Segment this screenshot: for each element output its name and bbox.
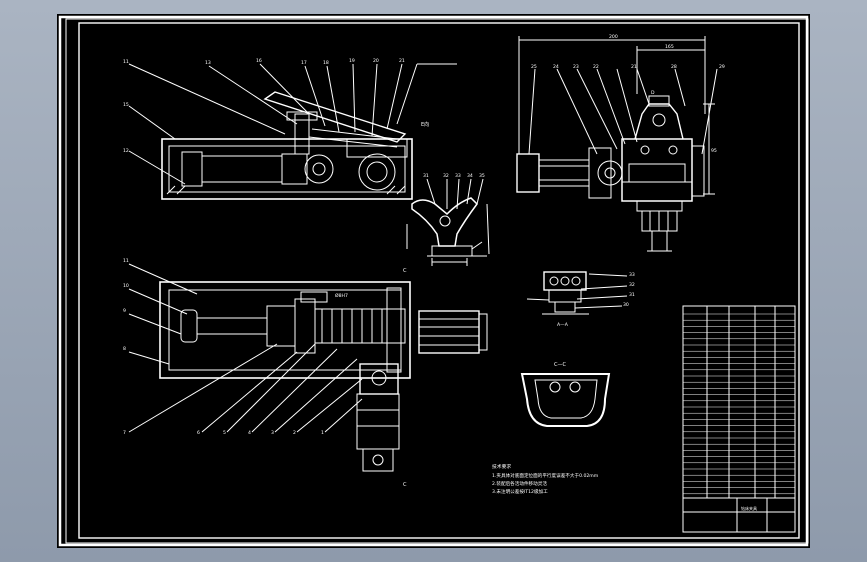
plan-balloon-2: 2	[293, 430, 296, 436]
side-balloon-11: 11	[123, 59, 129, 65]
end-flange	[588, 147, 612, 199]
parts-list-rows	[683, 313, 795, 495]
plan-balloon-4: 4	[248, 430, 251, 436]
side-lever-arm	[263, 91, 407, 143]
side-base-body	[161, 138, 413, 200]
side-balloon-17: 17	[301, 60, 307, 66]
end-balloon-29: 29	[719, 64, 725, 70]
side-balloon-20: 20	[373, 58, 379, 64]
plan-spring-housing	[314, 308, 406, 344]
dim-inner: 165	[665, 44, 674, 50]
aa-section-label: A—A	[557, 322, 569, 328]
detail-balloon-33: 33	[455, 173, 461, 179]
note-line-3: 3.未注明公差按IT12级加工	[492, 488, 548, 495]
small-section-view	[526, 271, 628, 315]
side-lever-post	[294, 113, 310, 155]
aa-balloon-32: 32	[629, 282, 635, 288]
end-balloon-28: 28	[671, 64, 677, 70]
end-balloon-24: 24	[553, 64, 559, 70]
side-balloon-13: 13	[205, 60, 211, 66]
binding-line	[65, 18, 809, 544]
notes-heading: 技术要求	[492, 463, 511, 470]
cc-section-label: C—C	[554, 362, 566, 368]
end-turret	[634, 103, 684, 140]
side-section-label: E向	[421, 121, 429, 128]
plan-balloon-7: 7	[123, 430, 126, 436]
end-view	[516, 36, 718, 252]
plan-section-mark-bottom: C	[403, 482, 407, 488]
end-balloon-22: 22	[593, 64, 599, 70]
aa-balloon-30: 30	[623, 302, 629, 308]
end-section-label: D	[651, 90, 655, 96]
side-balloon-15: 15	[123, 102, 129, 108]
end-balloon-25: 25	[531, 64, 537, 70]
jaw-profile	[411, 197, 478, 247]
side-base-inner	[168, 145, 406, 193]
plan-balloon-3: 3	[271, 430, 274, 436]
note-line-2: 2.装配后各活动件移动灵活	[492, 480, 547, 487]
drawing-canvas: 11 13 16 17 18 19 20 21 15 12 E向 31 32 3…	[57, 14, 810, 548]
plan-section-mark-top: C	[403, 268, 407, 274]
plan-inner-label: Ø8H7	[335, 292, 348, 299]
plan-balloon-1: 1	[321, 430, 324, 436]
side-cam-wheel	[358, 153, 396, 191]
dim-overall: 200	[609, 34, 618, 40]
parts-list	[682, 305, 796, 533]
sheet-background	[57, 14, 810, 548]
plan-balloon-9: 9	[123, 308, 126, 314]
side-end-plate	[181, 151, 203, 187]
drawing-title: 钻床夹具	[741, 505, 757, 511]
detail-view	[406, 178, 490, 266]
plan-balloon-5: 5	[223, 430, 226, 436]
parts-list-frame	[682, 305, 796, 533]
plan-balloon-6: 6	[197, 430, 200, 436]
side-balloon-21: 21	[399, 58, 405, 64]
side-bushing	[304, 154, 334, 184]
aa-balloon-31: 31	[629, 292, 635, 298]
detail-balloon-32: 32	[443, 173, 449, 179]
cc-section-outline	[520, 373, 611, 427]
outer-frame	[58, 15, 809, 547]
plan-balloon-8: 8	[123, 346, 126, 352]
plan-base	[159, 281, 411, 379]
end-balloon-23: 23	[573, 64, 579, 70]
dim-height: 95	[711, 148, 717, 154]
side-view	[128, 63, 457, 200]
detail-balloon-31: 31	[423, 173, 429, 179]
side-support-block	[346, 138, 408, 158]
plan-balloon-11: 11	[123, 258, 129, 264]
plan-balloon-10: 10	[123, 283, 129, 289]
detail-balloon-35: 35	[479, 173, 485, 179]
side-balloon-19: 19	[349, 58, 355, 64]
side-balloon-12: 12	[123, 148, 129, 154]
cad-drawing-sheet: 11 13 16 17 18 19 20 21 15 12 E向 31 32 3…	[57, 14, 810, 548]
plan-end-cap	[180, 309, 198, 343]
inner-frame	[78, 22, 800, 539]
plan-arm-foot	[362, 448, 394, 472]
plan-view	[128, 263, 488, 472]
note-line-1: 1.夹具体对底面定位面的平行度误差不大于0.02mm	[492, 472, 599, 479]
c-section-view	[520, 373, 611, 427]
detail-balloon-34: 34	[467, 173, 473, 179]
side-balloon-16: 16	[256, 58, 262, 64]
side-balloon-18: 18	[323, 60, 329, 66]
end-balloon-21: 21	[631, 64, 637, 70]
aa-balloon-33: 33	[629, 272, 635, 278]
